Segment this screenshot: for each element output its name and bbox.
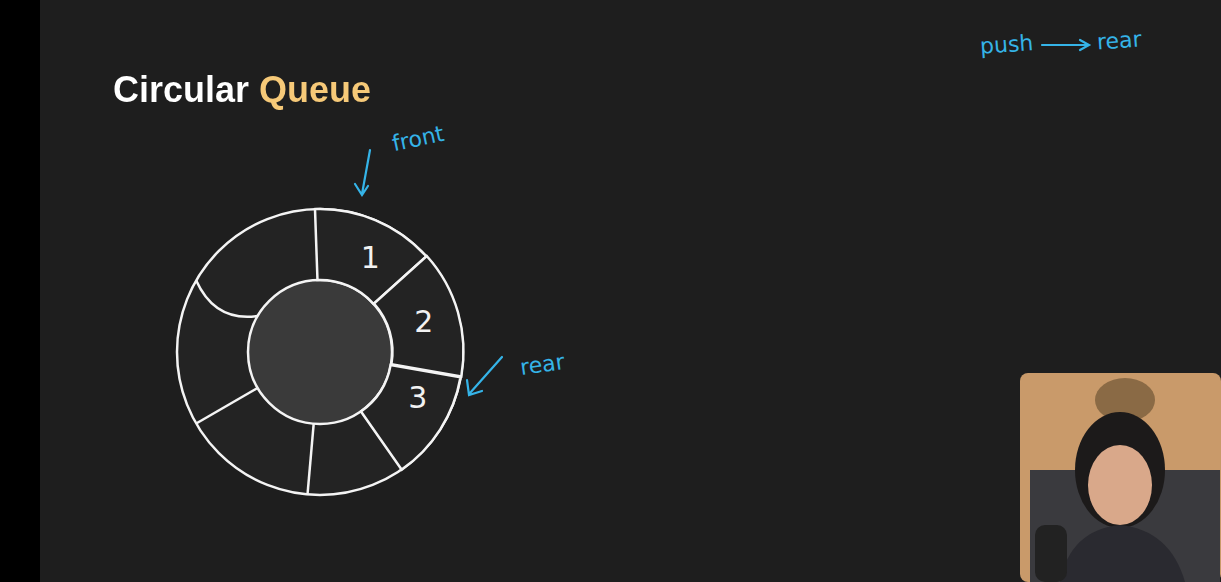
outer-ring [177,209,463,495]
annotation: rear [1096,28,1142,53]
annotation: push [979,32,1034,58]
slot-value: 3 [408,383,427,413]
webcam-bg [1020,373,1221,582]
slot-value: 2 [414,307,433,337]
microphone [1035,525,1067,582]
hair [1075,412,1165,528]
slot-outline [361,365,461,470]
slot-outline-svg [359,363,463,472]
body [1060,525,1185,582]
front-arrow [355,150,370,195]
annotation: rear [519,351,566,379]
slot-divider [196,388,257,424]
slide-title: Circular Queue [113,70,371,110]
slot-value: 1 [361,243,380,273]
face [1088,445,1152,525]
push-arrow [1042,40,1089,50]
side-bar [0,0,40,582]
rear-arrow [467,357,502,395]
slot-divider [308,424,314,495]
slot-outline [373,256,462,377]
annotation: front [390,123,446,155]
slot-divider [196,281,257,317]
queue-slot: 2 [372,254,465,379]
webcam-inset [1020,373,1221,582]
queue-slot: 3 [359,363,463,472]
